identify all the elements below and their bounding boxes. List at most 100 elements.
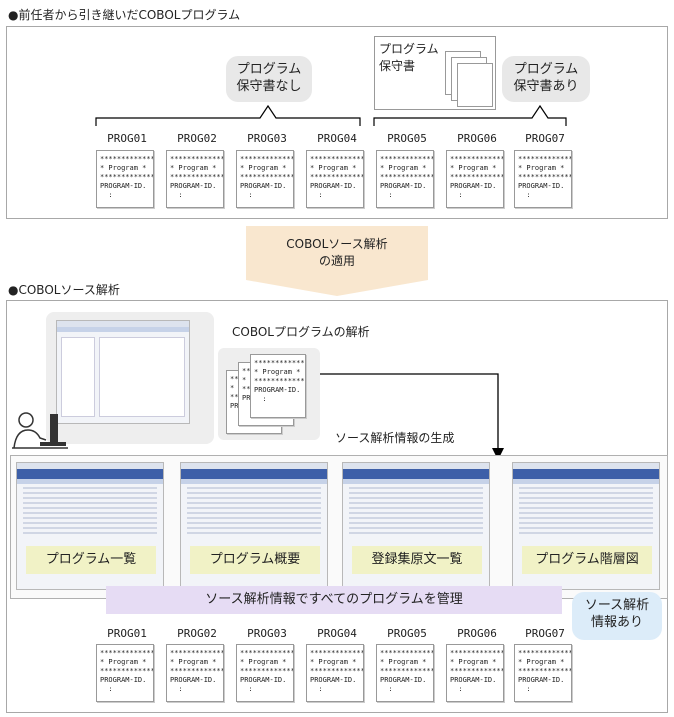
doc-sheet-front <box>457 63 493 107</box>
view-sub-bar <box>17 479 163 484</box>
view-table-row <box>23 507 157 509</box>
program-label: PROG04 <box>317 132 357 145</box>
program-source-card: ************* * Program * ************* … <box>446 644 504 702</box>
view-table-row <box>519 502 653 504</box>
view-title-bar <box>343 463 489 469</box>
program-label: PROG05 <box>387 132 427 145</box>
program-label: PROG07 <box>525 627 565 640</box>
view-table-row <box>187 487 321 489</box>
pc-screenshot <box>56 320 190 424</box>
view-header-bar <box>181 469 327 479</box>
view-table-row <box>349 492 483 494</box>
program-source-card: ************* * Program * ************* … <box>236 150 294 208</box>
section1-title: ●前任者から引き継いだCOBOLプログラム <box>8 8 241 22</box>
view-table-row <box>187 512 321 514</box>
program-source-card: ************* * Program * ************* … <box>166 150 224 208</box>
user-at-pc-icon <box>12 412 68 449</box>
view-table-row <box>519 527 653 529</box>
view-table-row <box>349 527 483 529</box>
bubble-analysis-info: ソース解析 情報あり <box>572 592 662 640</box>
program-source-card: ************* * Program * ************* … <box>306 644 364 702</box>
program-source-card: ************* * Program * ************* … <box>236 644 294 702</box>
view-table-row <box>187 532 321 534</box>
group-bracket <box>373 104 567 126</box>
generation-label: ソース解析情報の生成 <box>335 431 455 445</box>
view-table-row <box>519 487 653 489</box>
analysis-label: COBOLプログラムの解析 <box>232 325 370 339</box>
view-table-row <box>23 512 157 514</box>
program-source-card: ************* * Program * ************* … <box>446 150 504 208</box>
view-table-row <box>187 507 321 509</box>
program-source-card: ************* * Program * ************* … <box>166 644 224 702</box>
view-table-row <box>187 517 321 519</box>
program-label: PROG02 <box>177 627 217 640</box>
maintenance-doc-label: プログラム 保守書 <box>379 42 439 73</box>
view-table-row <box>23 487 157 489</box>
view-table-row <box>349 502 483 504</box>
view-table-row <box>519 512 653 514</box>
view-table-row <box>187 527 321 529</box>
view-table-row <box>187 502 321 504</box>
process-arrow-label: COBOLソース解析 の適用 <box>286 237 388 268</box>
view-label: 登録集原文一覧 <box>352 546 482 574</box>
view-label: プログラム概要 <box>190 546 320 574</box>
view-table-row <box>349 497 483 499</box>
view-table-row <box>349 522 483 524</box>
program-label: PROG05 <box>387 627 427 640</box>
program-source-card: ************* * Program * ************* … <box>514 644 572 702</box>
view-header-bar <box>513 469 659 479</box>
view-title-bar <box>17 463 163 469</box>
flow-arrow <box>306 373 504 460</box>
view-sub-bar <box>513 479 659 484</box>
view-table-row <box>187 522 321 524</box>
view-label: プログラム階層図 <box>522 546 652 574</box>
view-table-row <box>519 492 653 494</box>
program-source-card: ************* * Program * ************* … <box>96 150 154 208</box>
view-table-row <box>349 517 483 519</box>
program-source-card: ************* * Program * ************* … <box>514 150 572 208</box>
manage-label: ソース解析情報ですべてのプログラムを管理 <box>106 586 562 614</box>
group-bracket <box>95 104 361 126</box>
view-table-row <box>187 492 321 494</box>
view-table-row <box>349 532 483 534</box>
view-table-row <box>519 507 653 509</box>
view-table-row <box>349 512 483 514</box>
view-table-row <box>23 527 157 529</box>
view-table-row <box>519 532 653 534</box>
pc-screen-area <box>46 312 214 444</box>
program-label: PROG02 <box>177 132 217 145</box>
program-label: PROG06 <box>457 132 497 145</box>
bubble-no-maintenance-doc: プログラム 保守書なし <box>226 56 312 102</box>
view-sub-bar <box>181 479 327 484</box>
stacked-source-page: ************* * Program * ************* … <box>250 354 306 418</box>
view-table-row <box>23 497 157 499</box>
view-title-bar <box>513 463 659 469</box>
section2-title: ●COBOLソース解析 <box>8 283 120 297</box>
view-table-row <box>349 507 483 509</box>
view-table-row <box>23 532 157 534</box>
pc-editor-pane <box>99 337 185 417</box>
view-table-row <box>519 522 653 524</box>
program-label: PROG07 <box>525 132 565 145</box>
process-arrow: COBOLソース解析 の適用 <box>246 226 428 296</box>
view-title-bar <box>181 463 327 469</box>
view-table-row <box>23 502 157 504</box>
view-table-row <box>23 492 157 494</box>
process-arrow-shape <box>246 226 428 296</box>
view-table-row <box>23 522 157 524</box>
program-source-card: ************* * Program * ************* … <box>306 150 364 208</box>
view-table-row <box>187 497 321 499</box>
program-source-card: ************* * Program * ************* … <box>376 150 434 208</box>
program-source-card: ************* * Program * ************* … <box>96 644 154 702</box>
program-label: PROG06 <box>457 627 497 640</box>
pc-tree-pane <box>61 337 95 417</box>
view-table-row <box>349 487 483 489</box>
view-label: プログラム一覧 <box>26 546 156 574</box>
maintenance-doc-box: プログラム 保守書 <box>374 36 496 110</box>
view-table-row <box>23 517 157 519</box>
program-source-card: ************* * Program * ************* … <box>376 644 434 702</box>
view-header-bar <box>343 469 489 479</box>
view-table-row <box>519 497 653 499</box>
